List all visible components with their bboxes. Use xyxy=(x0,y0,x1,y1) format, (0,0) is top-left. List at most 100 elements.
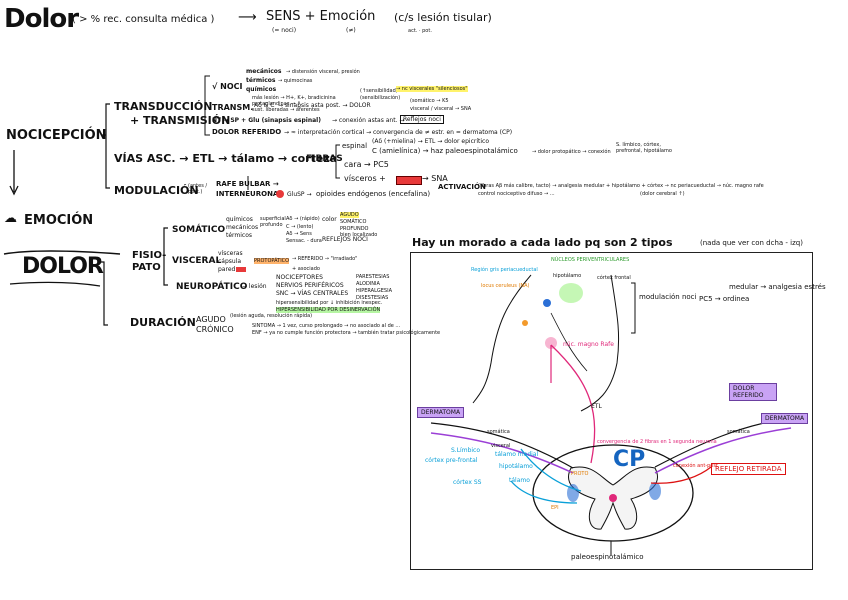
visceral-pared: pared xyxy=(218,266,236,273)
transduccion-label: TRANSDUCCIÓN xyxy=(114,100,213,113)
visceral-v: visceral / visceral → SNA xyxy=(410,106,472,112)
activacion-desc3: (dolor cerebral ↑) xyxy=(640,191,685,197)
locus-ceruleus: locus ceruleus (NA) xyxy=(481,283,530,289)
neuropatico-nociceptores: NOCICEPTORES xyxy=(276,274,323,281)
cara-label: cara → PC5 xyxy=(344,160,389,169)
cp-label: CP xyxy=(613,447,646,472)
agudo-label: AGUDO xyxy=(196,315,226,324)
visceral-left: visceral xyxy=(491,443,511,449)
spinal-diagram: Región gris periacueductal locus ceruleu… xyxy=(410,252,826,570)
somatico-note-somatico: SOMÁTICO xyxy=(340,219,367,225)
nuc-magno-rafe: núc. magno Rafe xyxy=(563,341,614,348)
nocicepcion-label: NOCICEPCIÓN xyxy=(6,128,107,143)
lesion-note: (c/s lesión tisular) xyxy=(394,11,492,24)
sensib2: (sensibilización) xyxy=(360,95,401,101)
nt-label: NT → SP + Glu (sinapsis espinal) xyxy=(212,117,321,124)
conexion-ant-post: conexión ant-post xyxy=(673,463,718,469)
reflejo-retirada-box: REFLEJO RETIRADA xyxy=(711,463,786,475)
somatico-note-agudo: AGUDO xyxy=(340,212,359,218)
cronico-label: CRÓNICO xyxy=(196,325,234,334)
transm-label: TRANSM. xyxy=(212,103,254,112)
cronico-desc1: SINTOMA → 1 vez, curso prolongado → no a… xyxy=(252,323,401,329)
neuropatico-hiper: hipersensibilidad por ↓ inhibición inesp… xyxy=(276,300,383,306)
etl-label: ETL xyxy=(591,403,602,410)
neq-mark: (≠) xyxy=(346,27,356,34)
dermatoma-right: DERMATOMA xyxy=(761,413,809,424)
modulacion-label: MODULACIÓN xyxy=(114,184,199,197)
neuropatico-lesion: → lesión xyxy=(242,283,267,290)
cortex-ss-label: córtex SS xyxy=(453,479,482,486)
visceral-capsula: cápsula xyxy=(218,258,242,265)
ant-post: (antes / post.) xyxy=(188,183,208,195)
dolor-referido-box: DOLOR REFERIDO xyxy=(729,383,777,401)
neuropatico-snc: SNC → VÍAS CENTRALES xyxy=(276,290,349,297)
quimicos-label: químicos xyxy=(246,86,277,93)
somatico-label: SOMÁTICO xyxy=(172,225,226,235)
visceros-label: vísceros + xyxy=(344,174,386,183)
neuropatico-nervios: NERVIOS PERIFÉRICOS xyxy=(276,282,344,289)
rafe-bulbar: RAFE BULBAR → xyxy=(216,180,279,188)
quimicos-sub3: sust. liberadas → aferentes xyxy=(252,107,320,113)
visceral-asociado: + asociado xyxy=(292,266,320,272)
noci-eq: (= noci) xyxy=(272,27,297,34)
sna-label: → SNA xyxy=(422,174,448,183)
c-amiel-desc: → dolor protopático → conexión xyxy=(532,149,611,155)
visceral-red-marker xyxy=(236,267,246,272)
dolor-referido-label: DOLOR REFERIDO xyxy=(212,128,282,136)
cortex-frontal: córtex frontal xyxy=(597,275,631,281)
page-title: Dolor xyxy=(4,4,79,34)
title-note: ( > % rec. consulta médica ) xyxy=(72,14,215,25)
mecanicos-label: mecánicos xyxy=(246,68,282,75)
cronico-desc2: ENF → ya no cumple función protectora → … xyxy=(252,330,441,336)
somatico-profundo: profundo xyxy=(260,222,283,228)
visceral-visceras: vísceras xyxy=(218,250,243,257)
somatico-color: color xyxy=(322,216,337,223)
emocion-label: EMOCIÓN xyxy=(24,213,94,228)
termicos-desc: → quimocinas xyxy=(278,78,313,84)
hipotalamo-label: hipotálamo xyxy=(499,463,533,470)
neuropatico-label: NEUROPÁTICO xyxy=(176,282,248,292)
quimicos-sub1: más lesión → H+, K+, bradicinina xyxy=(252,95,336,101)
proto-label: PROTO xyxy=(571,471,589,477)
mecanicos-desc: → distensión visceral, presión xyxy=(286,69,360,75)
somatico-v: (somático → K5 xyxy=(410,98,449,104)
neuropatico-disestesias: DISESTESIAS xyxy=(356,295,389,301)
activacion-desc2: control nociceptivo difuso → ... xyxy=(478,191,555,197)
neuropatico-parestesias: PARESTESIAS xyxy=(356,274,390,280)
region-gris: Región gris periacueductal xyxy=(471,267,538,273)
activacion-label: ACTIVACIÓN xyxy=(438,183,486,191)
asta-desc: → sinapsis asta post. → DOLOR xyxy=(278,102,371,109)
cortex-pf-label: córtex pre-frontal xyxy=(425,457,478,464)
reflejos-noci-box: Reflejos noci xyxy=(400,115,444,124)
hipotalamo-top: hipotálamo xyxy=(553,273,582,279)
somatica-left: somática xyxy=(487,429,510,435)
diagram-heading-note: (nada que ver con dcha - izq) xyxy=(700,239,803,247)
quimicos-sub2: protaglandinas → ↑ xyxy=(252,101,301,107)
somatico-ax: Aδ → Sens xyxy=(286,231,312,237)
dolor-referido-desc: → ≈ interpretación cortical → convergenc… xyxy=(284,129,513,136)
dermatoma-left: DERMATOMA xyxy=(417,407,465,418)
fibras-ad: Aδ & C xyxy=(254,102,275,109)
paleo-label: paleoespinotalámico xyxy=(571,553,644,561)
somatico-termicos: térmicos xyxy=(226,232,253,239)
interneuronas: INTERNEURONAS xyxy=(216,190,284,198)
visceral-label: VISCERAL xyxy=(172,256,222,266)
somatico-note-loc1: bien localizado xyxy=(340,232,378,238)
diagram-heading: Hay un morado a cada lado pq son 2 tipos xyxy=(412,236,673,249)
medular-analgesia: medular → analgesia estrés xyxy=(729,283,826,291)
vias-asc: VÍAS ASC. → ETL → tálamo → corteza xyxy=(114,152,338,165)
fisiopato-label: FISIO-PATO xyxy=(132,250,167,273)
sens-emocion: SENS + Emoción xyxy=(266,9,376,24)
fibras-label: FIBRAS xyxy=(306,154,343,164)
inhibit-dot xyxy=(276,190,284,198)
neuropatico-hiperalgesia: HIPERALGESIA xyxy=(356,288,392,294)
activacion-desc: (fibras Aβ más calibre, tacto) → analges… xyxy=(478,183,764,189)
red-marker xyxy=(396,176,422,185)
visceral-referido: → REFERIDO → "irradiado" xyxy=(292,256,358,262)
somatico-note-profundo: PROFUNDO xyxy=(340,226,369,232)
noci-label: √ NOCI xyxy=(212,82,243,91)
glusp: GluSP → xyxy=(287,191,312,198)
conexion-desc: → conexión astas ant. → xyxy=(332,117,405,124)
opioides: opioides endógenos (encefalina) xyxy=(316,190,431,198)
